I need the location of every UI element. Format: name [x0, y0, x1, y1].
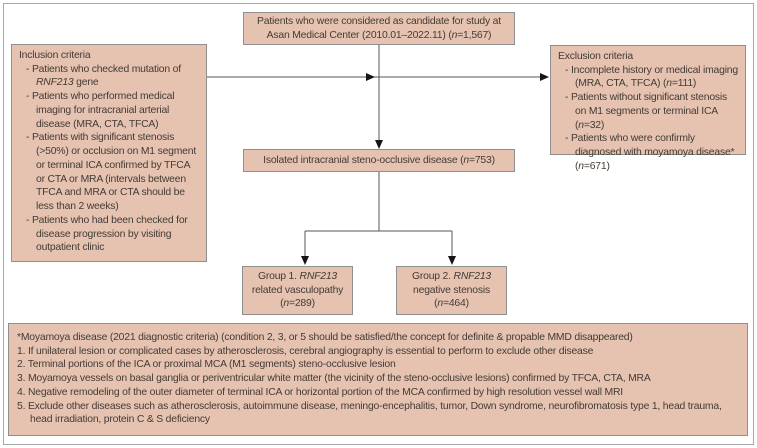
- footnote-line-3: 2. Terminal portions of the ICA or proxi…: [17, 359, 396, 371]
- footnote-line-5: 4. Negative remodeling of the outer diam…: [17, 386, 623, 398]
- moyamoya-footnote-box: *Moyamoya disease (2021 diagnostic crite…: [8, 323, 748, 436]
- exclusion-item-3: - Patients who were confirmly diagnosed …: [565, 133, 735, 172]
- group2-line1: Group 2. RNF213: [411, 270, 492, 282]
- footnote-line-4: 3. Moyamoya vessels on basal ganglia or …: [17, 373, 651, 385]
- exclusion-criteria-box: Exclusion criteria - Incomplete history …: [550, 45, 746, 172]
- inclusion-item-2: - Patients who performed medical imaging…: [26, 91, 175, 130]
- isolated-disease-text: Isolated intracranial steno-occlusive di…: [263, 154, 495, 166]
- arrowhead-right-exclusion: [540, 73, 549, 81]
- candidate-patients-box: Patients who were considered as candidat…: [243, 12, 515, 45]
- group1-line3: (n=289): [280, 298, 315, 310]
- isolated-disease-box: Isolated intracranial steno-occlusive di…: [243, 149, 515, 172]
- exclusion-item-1: - Incomplete history or medical imaging …: [565, 64, 738, 90]
- footnote-line-6: 5. Exclude other diseases such as athero…: [17, 400, 722, 426]
- arrowhead-right-center: [366, 73, 375, 81]
- group1-line1: Group 1. RNF213: [257, 270, 338, 282]
- inclusion-criteria-box: Inclusion criteria - Patients who checke…: [11, 44, 207, 262]
- exclusion-criteria-title: Exclusion criteria: [558, 51, 633, 62]
- group2-line3: (n=464): [434, 298, 469, 310]
- arrowhead-down-middle: [375, 140, 383, 149]
- footnote-line-2: 1. If unilateral lesion or complicated c…: [17, 345, 594, 357]
- inclusion-item-3: - Patients with significant stenosis (>5…: [26, 132, 197, 213]
- inclusion-item-4: - Patients who had been checked for dise…: [26, 214, 188, 254]
- inclusion-criteria-title: Inclusion criteria: [19, 50, 91, 61]
- group1-line2: related vasculopathy: [251, 284, 344, 296]
- footnote-line-1: *Moyamoya disease (2021 diagnostic crite…: [17, 332, 633, 343]
- exclusion-item-2: - Patients without significant stenosis …: [565, 92, 727, 131]
- candidate-patients-line2: Asan Medical Center (2010.01–2022.11) (n…: [266, 29, 492, 41]
- inclusion-item-1: - Patients who checked mutation of RNF21…: [26, 63, 181, 89]
- candidate-patients-line1: Patients who were considered as candidat…: [257, 15, 501, 27]
- arrowhead-down-group1: [301, 256, 309, 265]
- group1-box: Group 1. RNF213 related vasculopathy (n=…: [242, 266, 353, 315]
- arrowhead-down-group2: [448, 256, 456, 265]
- group2-box: Group 2. RNF213 negative stenosis (n=464…: [396, 266, 507, 315]
- group2-line2: negative stenosis: [413, 284, 490, 296]
